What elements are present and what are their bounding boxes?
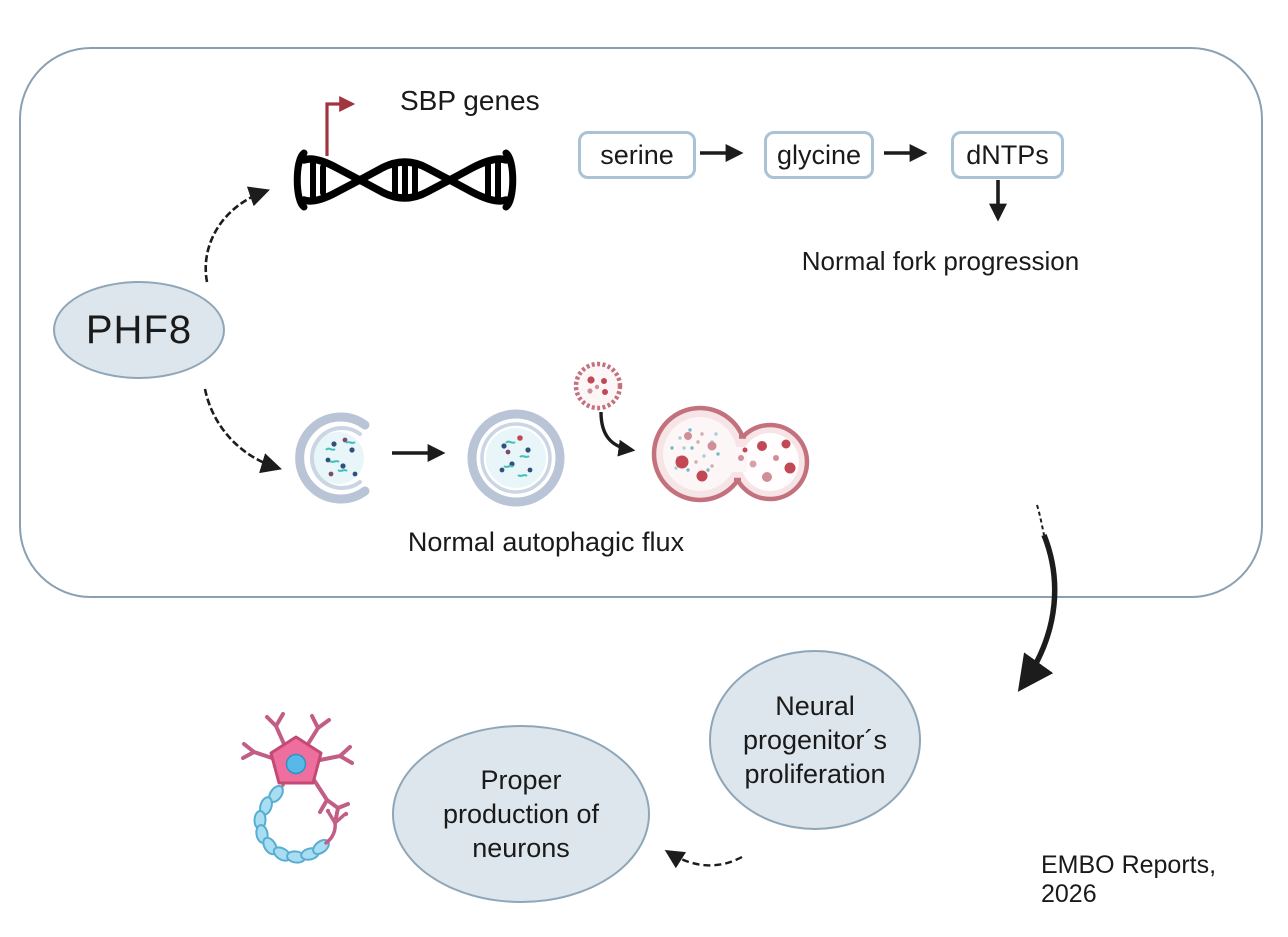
proper-neurons-label: Proper production of neurons (442, 765, 600, 863)
fork-progression-label: Normal fork progression (801, 246, 1080, 276)
autophagic-flux-label: Normal autophagic flux (407, 527, 685, 557)
proliferation-to-neurons-arrow (664, 849, 743, 869)
pathway-container (19, 47, 1263, 598)
dntps-label: dNTPs (966, 139, 1049, 170)
neural-proliferation-label: Neural progenitor´s proliferation (742, 691, 888, 789)
neural-proliferation-node: Neural progenitor´s proliferation (709, 650, 921, 830)
glycine-box: glycine (764, 131, 874, 179)
phf8-node: PHF8 (53, 281, 225, 379)
dna-helix-icon (293, 149, 517, 211)
pathway-to-proliferation-arrow (1017, 504, 1058, 692)
autophagosome-icon (467, 409, 565, 507)
serine-box: serine (578, 131, 696, 179)
promoter-arrow-icon (325, 96, 356, 156)
phf8-to-dna-arrow (204, 186, 270, 283)
glycine-label: glycine (776, 139, 862, 170)
journal-credit: EMBO Reports, 2026 (1041, 851, 1217, 908)
phf8-to-autophagy-arrow (203, 388, 282, 474)
lysosome-icon (573, 361, 623, 411)
serine-label: serine (600, 139, 674, 170)
autolysosome-cargo (675, 432, 796, 482)
autolysosome-icon (651, 405, 810, 503)
phagophore-icon (295, 412, 370, 504)
dntps-box: dNTPs (951, 131, 1064, 179)
phf8-label: PHF8 (85, 308, 193, 352)
metabolite-arrows (700, 144, 1007, 222)
proper-neurons-node: Proper production of neurons (392, 725, 650, 903)
neuron-icon (241, 712, 354, 864)
fusion-arrow (599, 411, 636, 457)
sbp-genes-label: SBP genes (400, 85, 540, 116)
